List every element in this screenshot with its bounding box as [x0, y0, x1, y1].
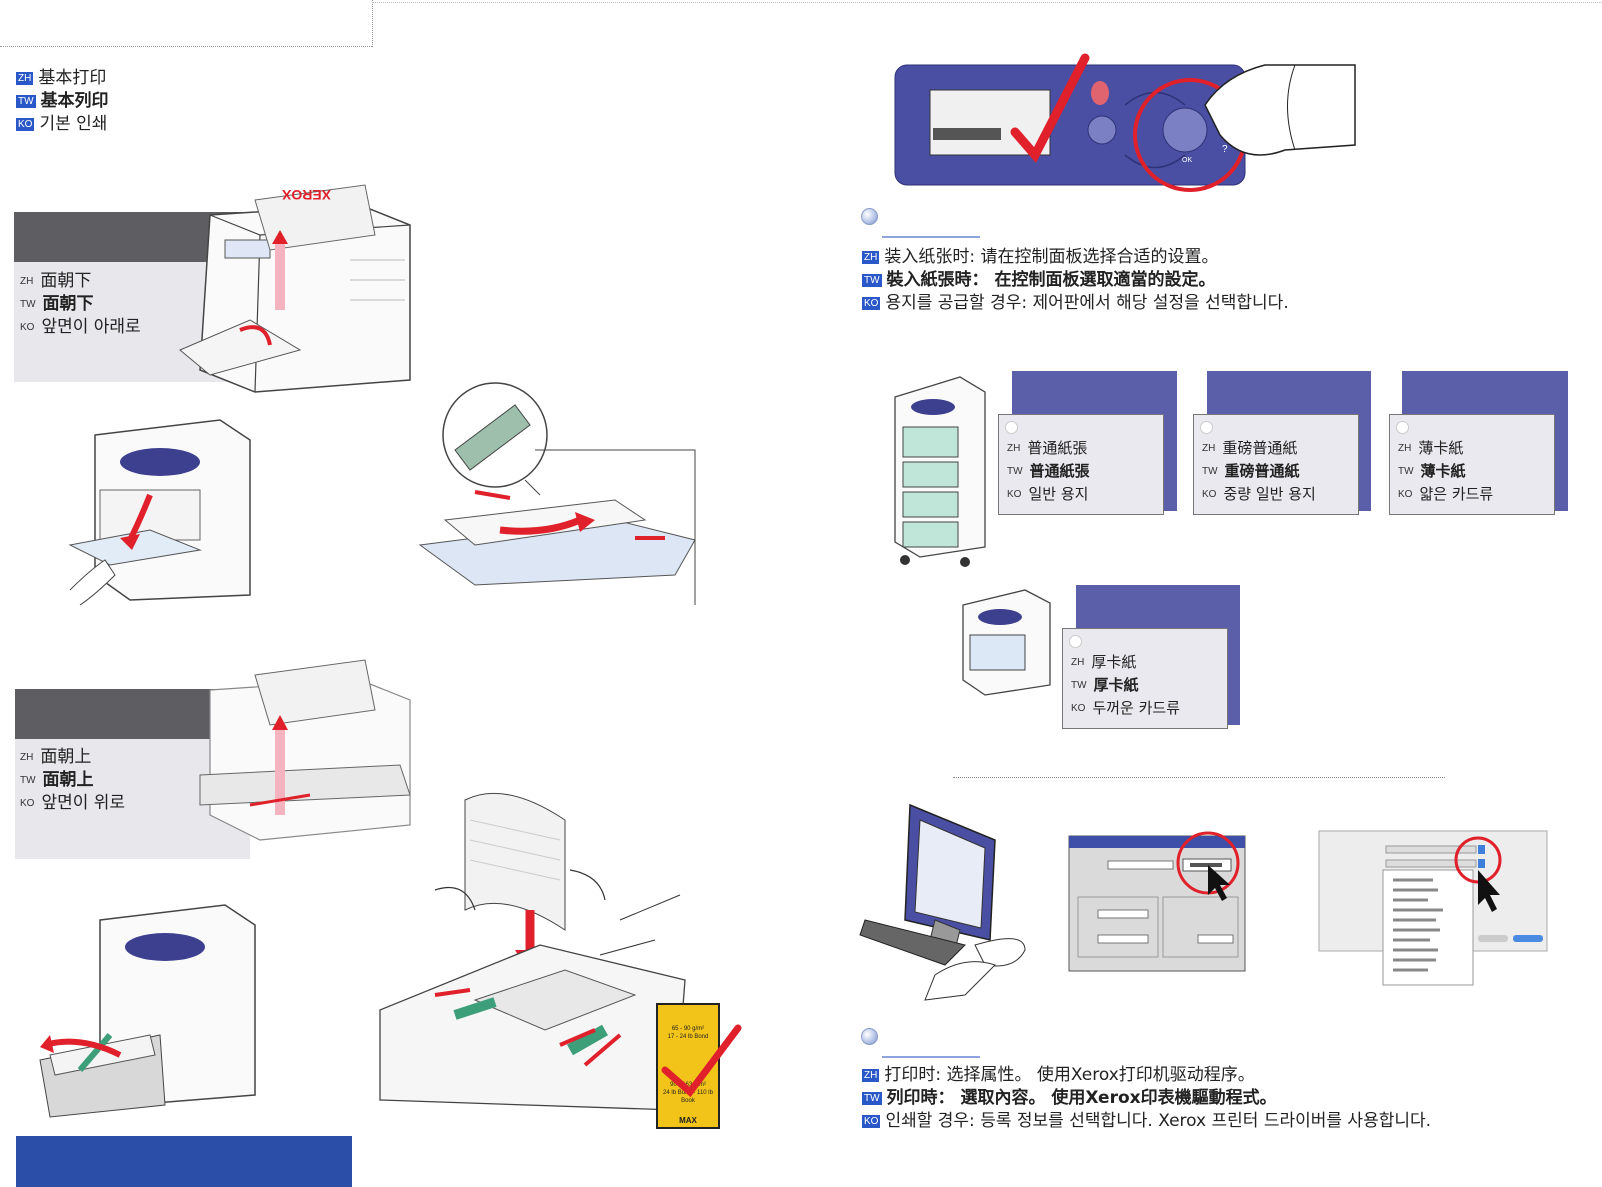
printer-face-up-illustration	[199, 659, 411, 841]
control-panel-illustration: OK ?	[894, 53, 1356, 192]
paper-max-label: MAX	[679, 1116, 697, 1125]
header-divider-left	[0, 46, 372, 47]
printer-with-trays-illustration	[894, 376, 986, 567]
computer-illustration	[859, 803, 1026, 1001]
loading-note-bullet-icon	[861, 208, 878, 225]
printing-note-bullet-icon	[861, 1028, 878, 1045]
header-divider-vertical	[372, 0, 373, 47]
paper-tray-loading-illustration	[379, 792, 686, 1111]
svg-text:OK: OK	[1182, 157, 1192, 164]
printer-face-down-illustration: XEROX	[179, 184, 411, 393]
section-divider	[953, 777, 1445, 778]
svg-text:?: ?	[1222, 144, 1228, 155]
print-dialog-illustration	[1068, 831, 1246, 972]
loading-note-rule	[882, 236, 980, 238]
footer-bar	[16, 1136, 352, 1187]
card-bullet-icon	[1200, 421, 1213, 434]
printing-note-rule	[882, 1056, 980, 1058]
card-bullet-icon	[1005, 421, 1018, 434]
paper-weight-upper-text: 65 - 90 g/m² 17 - 24 lb Bond	[667, 1026, 709, 1040]
label-checkmark-icon	[661, 1024, 742, 1098]
svg-text:XEROX: XEROX	[281, 187, 331, 203]
mac-dialog-illustration	[1318, 830, 1548, 986]
printer-drawer-illustration	[39, 904, 256, 1118]
printer-bypass-small-illustration	[962, 589, 1051, 696]
bypass-guide-closeup-illustration	[418, 382, 696, 605]
header-divider-right	[372, 2, 1602, 3]
printer-bypass-tray-illustration	[68, 419, 251, 606]
card-bullet-icon	[1396, 421, 1409, 434]
card-bullet-icon	[1069, 635, 1082, 648]
